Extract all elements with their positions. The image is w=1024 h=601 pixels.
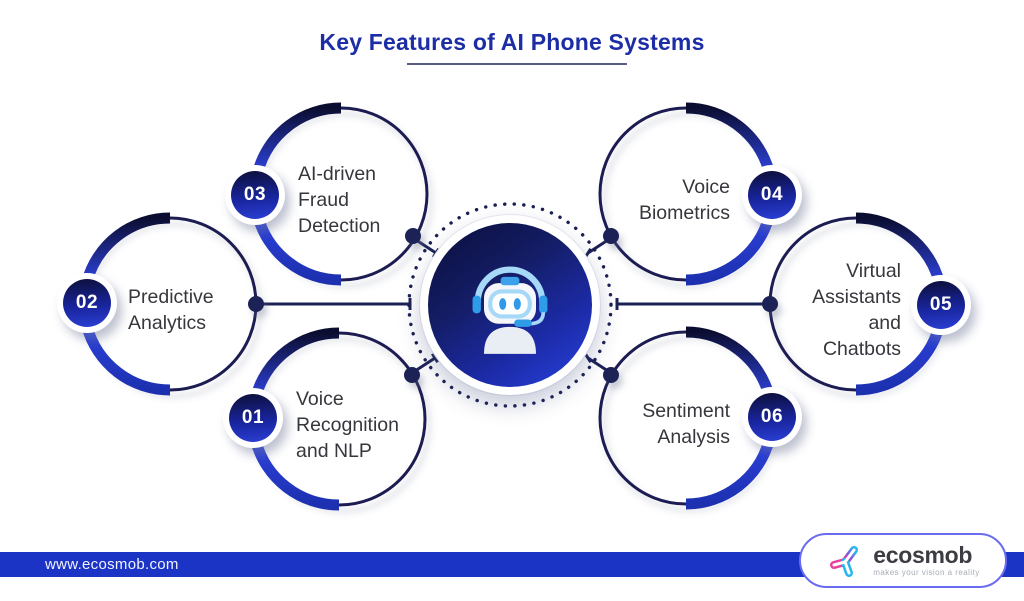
badge-05: 05: [911, 275, 971, 335]
feature-label-06: Sentiment Analysis: [642, 400, 730, 448]
badge-01-number: 01: [229, 394, 277, 442]
junction-dots: [248, 228, 778, 383]
badge-05-number: 05: [917, 281, 965, 329]
feature-label-01: Voice Recognition and NLP: [296, 388, 399, 462]
center-circle-core: [428, 223, 592, 387]
feature-label-04: Voice Biometrics: [638, 176, 730, 224]
ecosmob-logo: ecosmob makes your vision a reality: [799, 533, 1007, 588]
badge-02-number: 02: [63, 279, 111, 327]
badge-04: 04: [742, 165, 802, 225]
center-circle: [420, 215, 600, 395]
badge-01: 01: [223, 388, 283, 448]
footer-website: www.ecosmob.com: [45, 556, 179, 573]
feature-label-02: Predictive Analytics: [128, 286, 214, 334]
page-title: Key Features of AI Phone Systems: [319, 29, 705, 55]
badge-02: 02: [57, 273, 117, 333]
title-underline: [407, 63, 627, 65]
badge-06: 06: [742, 387, 802, 447]
badge-06-number: 06: [748, 393, 796, 441]
ecosmob-brand-icon: [830, 545, 859, 577]
badge-03: 03: [225, 165, 285, 225]
robot-headset-icon: [472, 266, 548, 354]
logo-tagline: makes your vision a reality: [873, 568, 980, 577]
feature-label-03: AI-driven Fraud Detection: [298, 163, 381, 237]
feature-label-05: Virtual Assistants and Chatbots: [812, 260, 901, 360]
dotted-ring: [407, 202, 613, 408]
badge-04-number: 04: [748, 171, 796, 219]
logo-name: ecosmob: [873, 542, 973, 568]
badge-03-number: 03: [231, 171, 279, 219]
